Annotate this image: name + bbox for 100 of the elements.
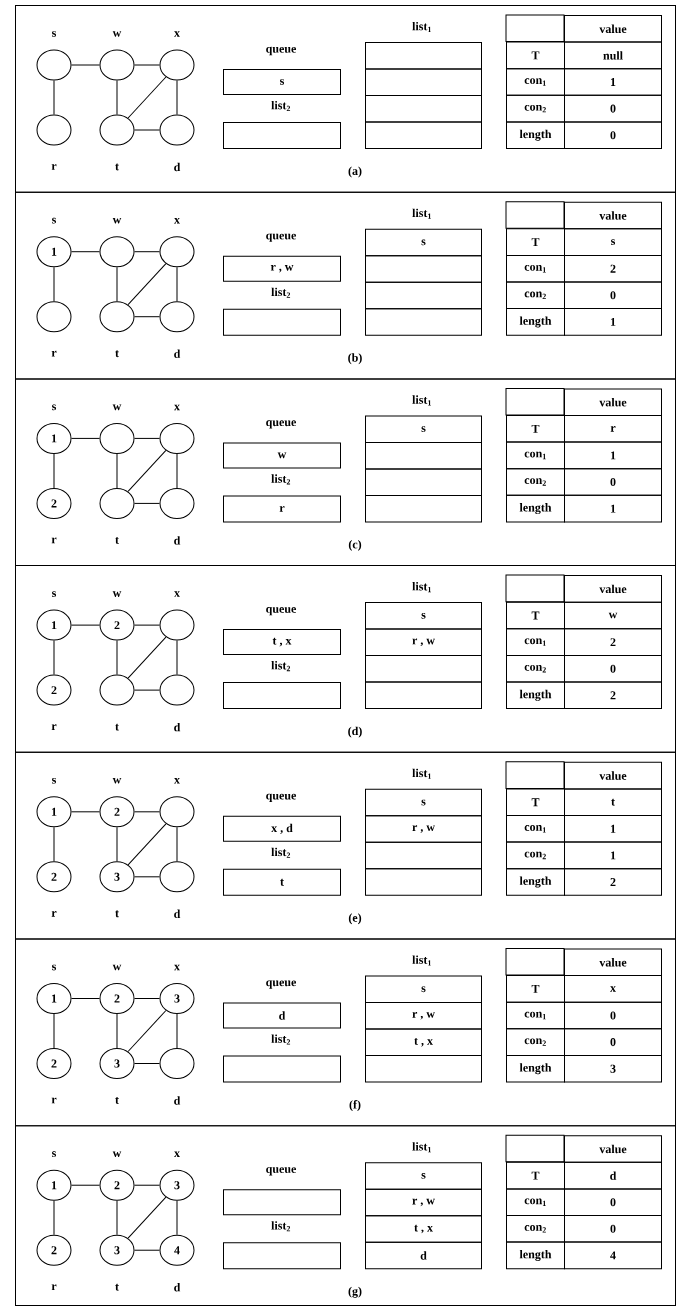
table-cell: length [506, 1054, 565, 1083]
table-cell: con$_{1}$ [506, 628, 565, 656]
graph-edge [134, 1184, 160, 1186]
vertex-label: d [174, 909, 181, 918]
vertex-label: t [115, 910, 119, 918]
vertex-label: s [52, 1151, 57, 1158]
table-cell: length [506, 121, 565, 149]
list-box [365, 95, 482, 123]
list-box: s [365, 602, 482, 630]
table-cell: 0 [564, 654, 662, 683]
table-cell: 1 [564, 441, 662, 470]
graph-edge [116, 640, 118, 676]
queue-heading: queue [266, 46, 297, 56]
graph-edge [134, 624, 160, 626]
vertex-label: d [174, 536, 181, 545]
panel-caption: (b) [348, 353, 362, 365]
panel-caption: (a) [348, 166, 362, 178]
vertex-label: r [51, 910, 57, 917]
table-cell: 0 [564, 94, 662, 123]
vertex-label: x [174, 217, 180, 224]
graph-edge [71, 998, 100, 999]
vertex-label: x [174, 591, 180, 597]
table-cell: null [564, 41, 662, 70]
list-box: s [365, 1162, 482, 1190]
list-heading: list$_{1}$ [412, 395, 431, 406]
list-box [365, 1055, 482, 1083]
list-box [365, 255, 482, 283]
vertex-label: w [112, 778, 122, 784]
graph-edge [71, 811, 100, 813]
table-cell: r [564, 415, 662, 443]
table-cell: con$_{2}$ [506, 281, 565, 310]
table-cell: 0 [564, 1001, 662, 1030]
table-cell: x [564, 975, 662, 1003]
queue-heading: queue [266, 420, 297, 429]
graph-edge [53, 826, 55, 862]
vertex-label: w [112, 217, 122, 224]
list-heading: list$_{1}$ [412, 1142, 431, 1153]
vertex-label: w [112, 964, 122, 971]
list-heading: list$_{2}$ [271, 474, 291, 485]
vertex-label: r [51, 537, 57, 544]
table-cell: con$_{1}$ [506, 815, 565, 843]
list-box [365, 121, 482, 149]
graph-edge [134, 689, 160, 691]
list-box [365, 494, 482, 523]
vertex-label: s [52, 964, 57, 971]
list-box [365, 68, 482, 96]
table-cell: con$_{2}$ [506, 468, 565, 496]
queue-heading: queue [266, 606, 297, 616]
queue-heading: queue [266, 980, 297, 989]
panel-caption: (f) [349, 1100, 361, 1111]
list-box [365, 468, 482, 496]
list-heading: list$_{2}$ [271, 1034, 291, 1045]
table-cell: t [564, 788, 662, 816]
graph-edge [71, 624, 100, 626]
graph-edge [176, 640, 178, 676]
vertex-label: w [112, 1151, 122, 1157]
list-heading: list$_{1}$ [412, 582, 431, 593]
table-cell: T [506, 415, 565, 443]
vertex-label: s [52, 591, 57, 597]
graph-edge [116, 453, 118, 489]
table-cell: T [506, 788, 565, 816]
list-heading: list$_{2}$ [271, 847, 291, 858]
vertex-label: x [174, 778, 180, 784]
queue-box: d [223, 1002, 341, 1029]
vertex-label: t [115, 1097, 119, 1104]
list-box [365, 841, 482, 870]
table-cell: s [564, 228, 662, 256]
graph-edge [116, 266, 118, 302]
vertex-label: t [115, 536, 119, 544]
list-heading: list$_{2}$ [271, 661, 291, 672]
table-cell: length [506, 1241, 565, 1270]
graph-edge [134, 316, 160, 318]
graph-edge [127, 1196, 167, 1239]
vertex-label: s [52, 31, 57, 37]
list-box [365, 441, 482, 470]
queue-box: w [223, 442, 341, 469]
graph-edge [134, 64, 160, 66]
table-cell: value [564, 575, 662, 603]
graph-edge [53, 266, 55, 302]
graph-edge [53, 640, 55, 676]
table-cell: value [564, 201, 662, 230]
table-cell: length [506, 494, 565, 523]
table-cell: 1 [564, 841, 662, 870]
vertex-label: s [52, 404, 57, 411]
vertex-label: s [52, 217, 57, 224]
list-box: s [365, 975, 482, 1003]
table-cell: 1 [564, 308, 662, 336]
table-cell: value [564, 761, 662, 790]
graph-edge [127, 76, 167, 119]
vertex-label: x [174, 964, 180, 971]
graph-edge [53, 1013, 55, 1049]
list-heading: list$_{1}$ [412, 208, 431, 219]
graph-edge [134, 1249, 160, 1251]
list-heading: list$_{2}$ [271, 100, 291, 112]
table-cell: 1 [564, 68, 662, 96]
list-heading: list$_{2}$ [271, 287, 291, 298]
graph-edge [71, 251, 100, 253]
table-cell: con$_{1}$ [506, 68, 565, 96]
list-box [365, 281, 482, 310]
vertex-label: d [174, 1096, 181, 1105]
